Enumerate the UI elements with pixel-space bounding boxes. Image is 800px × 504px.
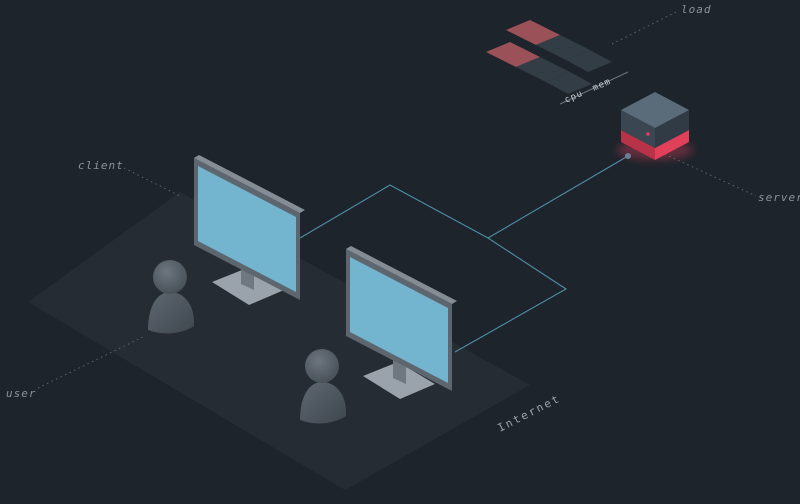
mem-bar-label: mem: [591, 77, 613, 94]
user-figure-1: [148, 260, 194, 334]
client-monitor-2: [346, 246, 457, 399]
mem-bar-filled: [506, 20, 560, 45]
cpu-bar-track-end: [546, 72, 592, 94]
user-1-head: [153, 260, 187, 294]
server-status-light: [646, 132, 650, 136]
client-monitor-1: [194, 155, 305, 305]
monitor-2-screen: [350, 257, 448, 383]
server-link: [487, 155, 629, 239]
load-bars: cpu mem: [486, 20, 629, 106]
mem-bar: [506, 20, 612, 72]
user-2-body: [300, 382, 346, 424]
monitor-1-screen: [198, 166, 296, 292]
monitor-2-edge: [346, 246, 457, 304]
monitor-1-edge: [194, 155, 305, 213]
cpu-bar-filled: [486, 42, 540, 67]
cpu-bar-empty: [516, 57, 570, 82]
server-right-face: [655, 110, 689, 148]
client-link-2: [454, 237, 568, 353]
user-label: user: [6, 387, 37, 400]
user-figure-2: [300, 349, 346, 424]
server-label: server: [758, 191, 800, 204]
client-link-1: [299, 184, 489, 239]
internet-platform: [28, 192, 530, 490]
load-bars-divider: [559, 71, 629, 105]
leader-lines: [37, 11, 757, 389]
mem-bar-empty: [536, 35, 590, 60]
mem-bar-track-end: [566, 50, 612, 72]
server-base-left: [621, 130, 655, 160]
server-base-right: [655, 130, 689, 160]
server-box: [617, 92, 693, 160]
user-1-body: [148, 292, 194, 334]
server-left-face: [621, 110, 655, 148]
server-top-face: [621, 92, 689, 128]
cpu-bar: [486, 42, 592, 94]
client-label: client: [78, 159, 124, 172]
user-2-head: [305, 349, 339, 383]
load-label: load: [681, 3, 712, 16]
